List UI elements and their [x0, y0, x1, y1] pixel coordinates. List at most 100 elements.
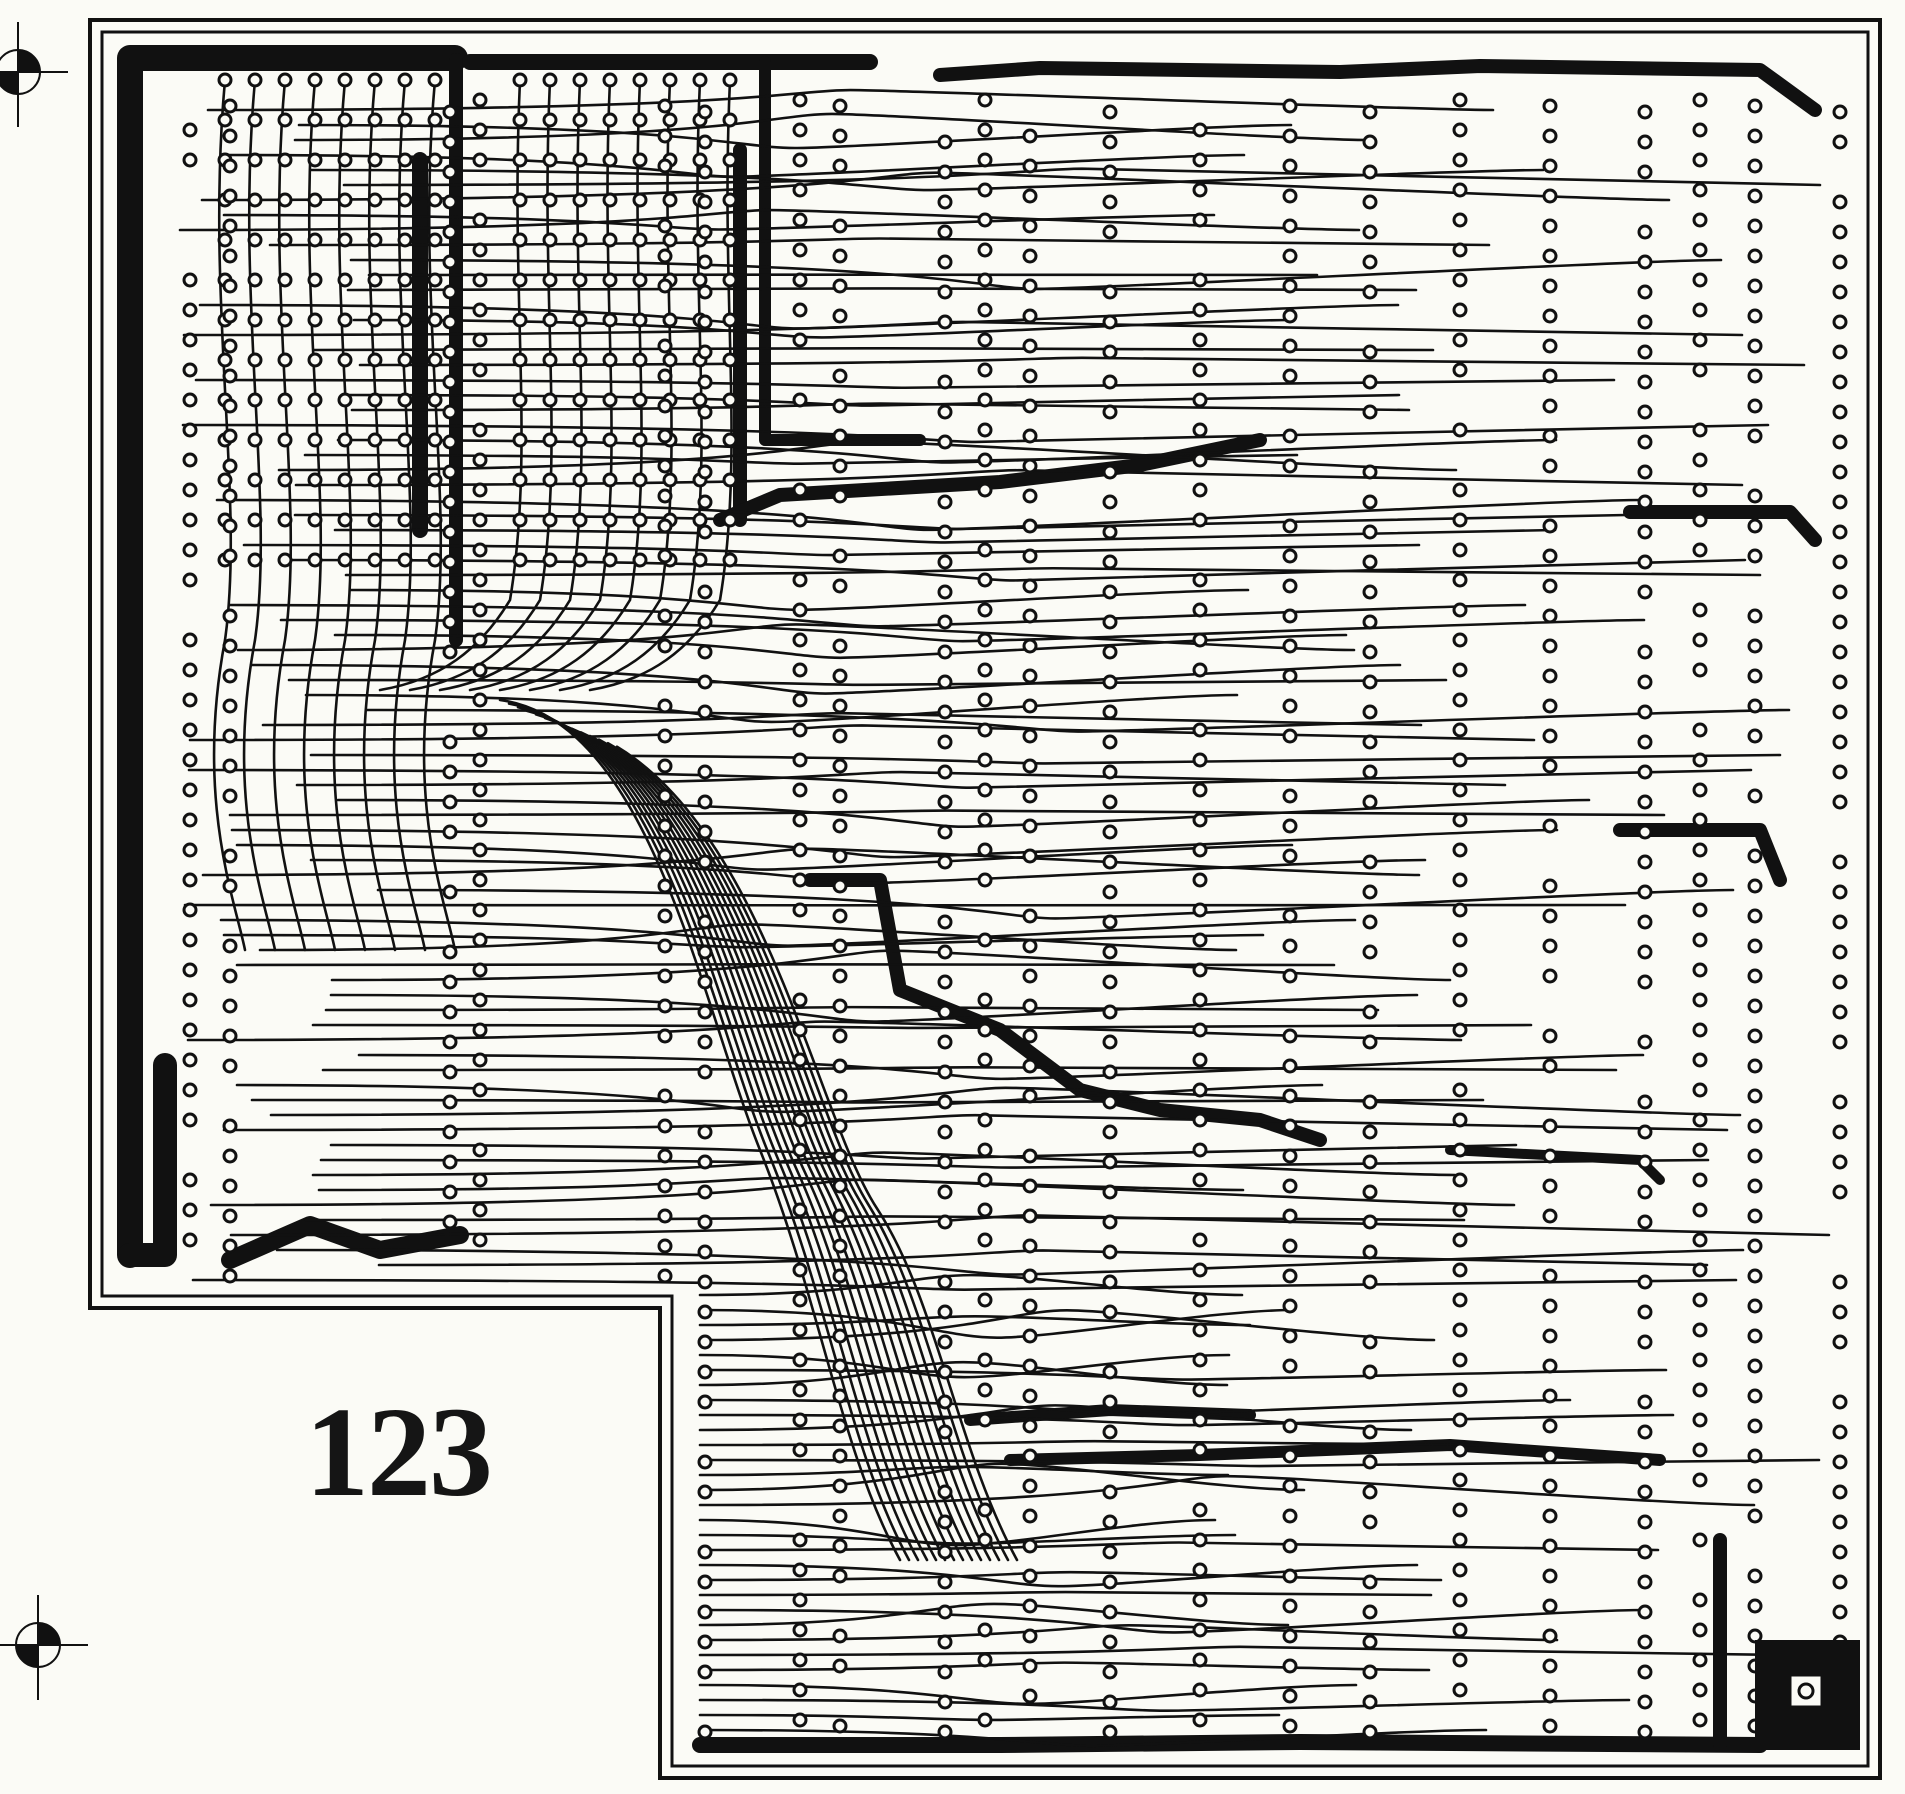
via-pad — [692, 152, 708, 168]
trace — [498, 698, 902, 1562]
via-pad — [1102, 1544, 1118, 1560]
via-pad — [1692, 122, 1708, 138]
trace — [230, 828, 1559, 859]
via-pad — [832, 1628, 848, 1644]
via-pad — [1832, 794, 1848, 810]
via-pad — [1282, 368, 1298, 384]
via-pad — [1747, 608, 1763, 624]
via-pad — [222, 968, 238, 984]
via-pad — [1542, 1298, 1558, 1314]
via-pad — [832, 98, 848, 114]
via-pad — [1362, 1184, 1378, 1200]
trace — [182, 320, 1744, 337]
via-pad — [1282, 1478, 1298, 1494]
via-pad — [247, 112, 263, 128]
via-pad — [697, 944, 713, 960]
via-pad — [182, 302, 198, 318]
via-pad — [977, 392, 993, 408]
trace — [319, 1158, 1710, 1169]
via-pad — [442, 1064, 458, 1080]
via-pad — [1452, 1172, 1468, 1188]
via-pad — [1832, 194, 1848, 210]
via-pad — [1282, 578, 1298, 594]
via-pad — [832, 1478, 848, 1494]
trace — [507, 702, 911, 1562]
via-pad — [472, 632, 488, 648]
via-pad — [697, 1604, 713, 1620]
via-pad — [697, 614, 713, 630]
via-pad — [697, 1574, 713, 1590]
via-pad — [427, 112, 443, 128]
via-pad — [792, 122, 808, 138]
via-pad — [1637, 1334, 1653, 1350]
via-pad — [937, 254, 953, 270]
via-pad — [977, 1292, 993, 1308]
via-pad — [512, 232, 528, 248]
via-pad — [1022, 728, 1038, 744]
via-pad — [1832, 284, 1848, 300]
via-pad — [427, 232, 443, 248]
via-pad — [937, 1604, 953, 1620]
via-pad — [1832, 1544, 1848, 1560]
via-pad — [697, 494, 713, 510]
via-pad — [1022, 1658, 1038, 1674]
via-pad — [697, 104, 713, 120]
via-pad — [792, 1112, 808, 1128]
via-pad — [937, 1574, 953, 1590]
via-pad — [1747, 368, 1763, 384]
via-pad — [792, 812, 808, 828]
trace — [222, 213, 1216, 231]
via-pad — [722, 512, 738, 528]
via-pad — [1362, 584, 1378, 600]
via-pad — [222, 308, 238, 324]
via-pad — [832, 998, 848, 1014]
trace — [188, 724, 1536, 742]
via-pad — [832, 1568, 848, 1584]
via-pad — [832, 1448, 848, 1464]
via-pad — [1542, 1028, 1558, 1044]
via-pad — [1282, 698, 1298, 714]
via-pad — [937, 314, 953, 330]
via-pad — [397, 312, 413, 328]
via-pad — [397, 72, 413, 88]
via-pad — [512, 472, 528, 488]
via-pad — [1637, 794, 1653, 810]
via-pad — [832, 1118, 848, 1134]
via-pad — [632, 472, 648, 488]
via-pad — [442, 884, 458, 900]
via-pad — [1832, 764, 1848, 780]
via-pad — [277, 552, 293, 568]
via-pad — [1747, 668, 1763, 684]
via-pad — [1747, 188, 1763, 204]
via-pad — [1282, 128, 1298, 144]
trace — [698, 1273, 1244, 1297]
via-pad — [657, 908, 673, 924]
via-pad — [182, 872, 198, 888]
via-pad — [1362, 464, 1378, 480]
via-pad — [1362, 1514, 1378, 1530]
via-pad — [1542, 938, 1558, 954]
via-pad — [1542, 128, 1558, 144]
via-pad — [1832, 314, 1848, 330]
via-pad — [1637, 644, 1653, 660]
via-pad — [1542, 1478, 1558, 1494]
via-pad — [1747, 1598, 1763, 1614]
via-pad — [1692, 1382, 1708, 1398]
via-pad — [657, 638, 673, 654]
via-pad — [247, 472, 263, 488]
via-pad — [1362, 1094, 1378, 1110]
via-pad — [1022, 1208, 1038, 1224]
via-pad — [832, 1538, 848, 1554]
via-pad — [512, 552, 528, 568]
via-pad — [182, 512, 198, 528]
via-pad — [937, 404, 953, 420]
via-pad — [1692, 962, 1708, 978]
via-pad — [697, 914, 713, 930]
via-pad — [657, 998, 673, 1014]
via-pad — [1637, 284, 1653, 300]
trace — [287, 678, 1448, 687]
via-pad — [1022, 1268, 1038, 1284]
trace — [698, 1353, 1231, 1379]
via-pad — [307, 272, 323, 288]
via-pad — [1192, 152, 1208, 168]
